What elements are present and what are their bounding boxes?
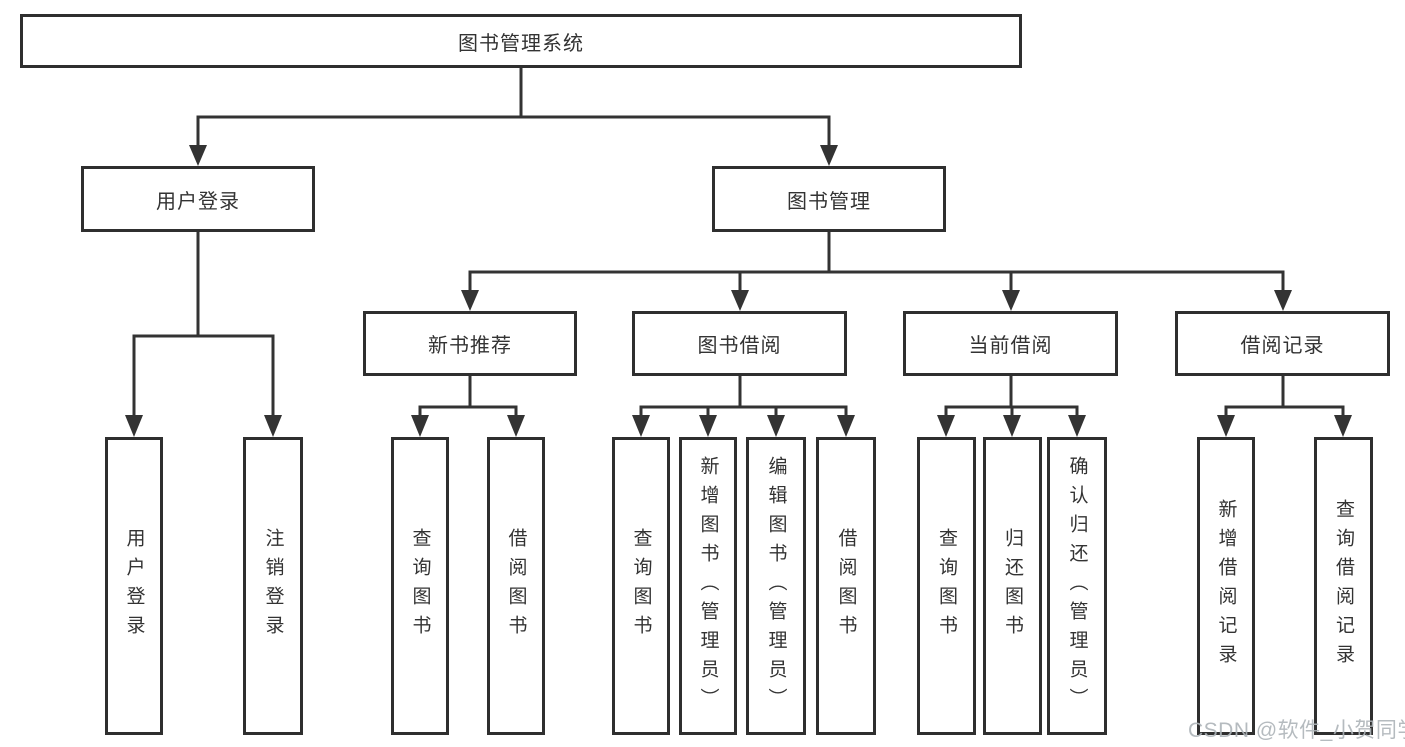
node-current-borrowing: 当前借阅 <box>903 311 1118 376</box>
leaf-add-borrow-record: 新增借阅记录 <box>1197 437 1255 735</box>
leaf-return-books: 归还图书 <box>983 437 1042 735</box>
leaf-confirm-return-admin: 确认归还（管理员） <box>1047 437 1107 735</box>
leaf-user-login: 用户登录 <box>105 437 163 735</box>
node-book-borrowing: 图书借阅 <box>632 311 847 376</box>
node-new-book-recommendation: 新书推荐 <box>363 311 577 376</box>
node-user-login: 用户登录 <box>81 166 315 232</box>
node-borrowing-records: 借阅记录 <box>1175 311 1390 376</box>
leaf-query-borrow-record: 查询借阅记录 <box>1314 437 1373 735</box>
leaf-logout: 注销登录 <box>243 437 303 735</box>
leaf-query-books-borrowing: 查询图书 <box>612 437 670 735</box>
node-library-management-system: 图书管理系统 <box>20 14 1022 68</box>
leaf-add-books-admin: 新增图书（管理员） <box>679 437 737 735</box>
node-book-management: 图书管理 <box>712 166 946 232</box>
leaf-borrow-books-recommendation: 借阅图书 <box>487 437 545 735</box>
leaf-edit-books-admin: 编辑图书（管理员） <box>746 437 806 735</box>
csdn-watermark: CSDN @软件_小贺同学 <box>1188 719 1405 742</box>
leaf-query-books-recommendation: 查询图书 <box>391 437 449 735</box>
arrowhead-group <box>125 145 1352 437</box>
leaf-borrow-books-borrowing: 借阅图书 <box>816 437 876 735</box>
leaf-query-books-current: 查询图书 <box>917 437 976 735</box>
